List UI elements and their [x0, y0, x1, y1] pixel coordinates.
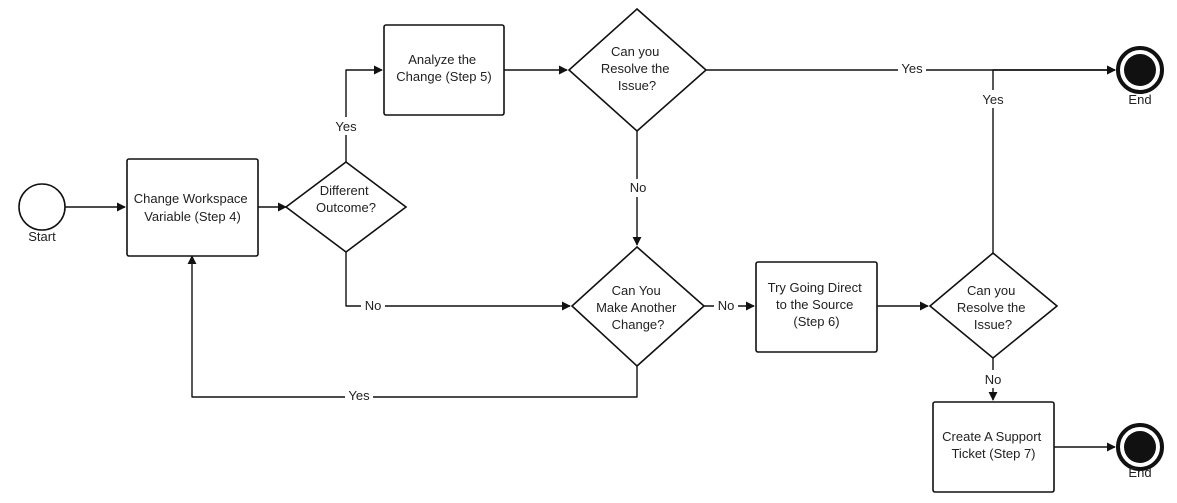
decision-another-change: Can You Make Another Change?	[570, 245, 706, 368]
support-ticket-line-2: Ticket (Step 7)	[951, 446, 1035, 461]
resolve-top-line-2: Resolve the	[601, 61, 670, 76]
svg-text:Try Going Direct to the: Try Going Direct to the Source (Step 6)	[768, 280, 866, 329]
analyze-change-line-1: Analyze the	[408, 52, 476, 67]
another-change-line-1: Can You	[612, 283, 661, 298]
another-change-line-2: Make Another	[596, 300, 677, 315]
another-change-line-3: Change?	[612, 317, 665, 332]
connectors	[65, 65, 1116, 452]
start-label: Start	[28, 229, 56, 244]
go-direct-line-3: (Step 6)	[793, 314, 839, 329]
go-direct-line-1: Try Going Direct	[768, 280, 863, 295]
label-outcome-yes: Yes	[335, 119, 357, 134]
end-node-top: End	[1116, 46, 1164, 107]
process-analyze-change: Analyze the Change (Step 5)	[383, 24, 505, 116]
label-outcome-no: No	[365, 298, 382, 313]
edge-labels: Yes No Yes No No Yes Yes No	[332, 60, 1007, 405]
start-circle	[18, 183, 66, 231]
change-workspace-line-2: Variable (Step 4)	[144, 209, 241, 224]
edge-another-yes	[187, 255, 638, 398]
resolve-top-line-3: Issue?	[618, 78, 656, 93]
label-resolve-bottom-yes: Yes	[982, 92, 1004, 107]
decision-resolve-issue-bottom: Can you Resolve the Issue?	[928, 251, 1059, 360]
decision-different-outcome: Different Outcome?	[284, 161, 408, 253]
process-go-direct: Try Going Direct to the Source (Step 6)	[755, 261, 878, 353]
svg-text:Different Outcome?: Different Outcome?	[316, 183, 376, 215]
decision-resolve-issue-top: Can you Resolve the Issue?	[567, 7, 708, 133]
edge-outcome-no	[345, 252, 571, 311]
edge-resolve-bottom-yes	[992, 65, 1116, 253]
end-top-label: End	[1128, 92, 1151, 107]
go-direct-line-2: to the Source	[776, 297, 853, 312]
different-outcome-line-2: Outcome?	[316, 200, 376, 215]
label-resolve-bottom-no: No	[985, 372, 1002, 387]
svg-text:Can You Make Another: Can You Make Another Change?	[596, 283, 680, 332]
support-ticket-line-1: Create A Support	[942, 429, 1041, 444]
end-top-core	[1124, 54, 1156, 86]
resolve-top-line-1: Can you	[611, 44, 659, 59]
label-another-no: No	[718, 298, 735, 313]
label-another-yes: Yes	[348, 388, 370, 403]
resolve-bottom-line-2: Resolve the	[957, 300, 1026, 315]
label-resolve-top-no: No	[630, 180, 647, 195]
svg-text:Create A Support Ticket: Create A Support Ticket (Step 7)	[942, 429, 1045, 461]
svg-text:Change Workspace Variabl: Change Workspace Variable (Step 4)	[134, 191, 252, 224]
change-workspace-line-1: Change Workspace	[134, 191, 248, 206]
end-bottom-label: End	[1128, 465, 1151, 480]
end-node-bottom: End	[1116, 423, 1164, 480]
svg-text:Can you Resolve the: Can you Resolve the Issue?	[957, 283, 1029, 332]
end-bottom-core	[1124, 431, 1156, 463]
label-resolve-top-yes: Yes	[901, 61, 923, 76]
resolve-bottom-line-3: Issue?	[974, 317, 1012, 332]
start-node: Start	[18, 183, 66, 244]
resolve-bottom-line-1: Can you	[967, 283, 1015, 298]
different-outcome-line-1: Different	[320, 183, 369, 198]
process-change-workspace: Change Workspace Variable (Step 4)	[126, 158, 259, 257]
edge-outcome-yes	[345, 65, 383, 162]
svg-text:Analyze the Change (Step: Analyze the Change (Step 5)	[396, 52, 491, 84]
process-support-ticket: Create A Support Ticket (Step 7)	[932, 401, 1055, 493]
svg-text:Can you Resolve the: Can you Resolve the Issue?	[601, 44, 673, 93]
analyze-change-line-2: Change (Step 5)	[396, 69, 491, 84]
